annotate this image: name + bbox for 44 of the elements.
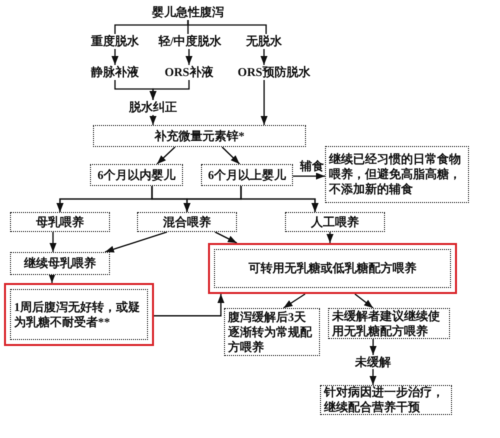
- edge-label: 辅食: [299, 159, 325, 174]
- process-box: 腹泻缓解后3天逐渐转为常规配方喂养: [224, 308, 320, 356]
- flow-label: ORS预防脱水: [236, 65, 312, 80]
- process-box: 针对病因进一步治疗，继续配合营养干预: [320, 385, 452, 415]
- flow-label: 无脱水: [243, 34, 285, 49]
- arrow: [260, 49, 268, 65]
- arrow: [112, 49, 118, 65]
- process-box: 继续已经习惯的日常食物喂养，但避免高脂高糖，不添加新的辅食: [325, 146, 469, 203]
- arrow: [370, 369, 376, 385]
- arrow: [283, 293, 306, 309]
- arrow: [104, 231, 168, 253]
- flow-label: ORS补液: [162, 65, 216, 80]
- arrow: [48, 274, 56, 283]
- arrow: [50, 232, 56, 252]
- arrow: [186, 49, 192, 65]
- arrow: [150, 80, 190, 100]
- flow-label: 未缓解: [352, 355, 394, 369]
- arrow: [222, 146, 240, 164]
- process-box: 6个月以内婴儿: [90, 164, 183, 186]
- flow-label: 轻/中度脱水: [155, 34, 225, 49]
- arrow: [293, 172, 325, 180]
- flow-label: 静脉补液: [88, 65, 142, 80]
- process-box: 混合喂养: [137, 212, 237, 232]
- arrow: [214, 231, 238, 244]
- process-box: 人工喂养: [285, 212, 385, 232]
- flow-label: 婴儿急性腹泻: [148, 4, 228, 20]
- arrow: [150, 115, 156, 125]
- connector-line: [187, 20, 267, 34]
- arrow: [260, 80, 268, 125]
- highlighted-box: 1周后腹泻无好转，或疑为乳糖不耐受者**: [4, 283, 154, 346]
- process-box: 未缓解者建议继续使用无乳糖配方喂养: [328, 308, 450, 339]
- arrow: [156, 146, 176, 164]
- arrow: [154, 294, 224, 316]
- process-box: 继续母乳喂养: [10, 252, 110, 275]
- process-box: 母乳喂养: [10, 212, 110, 232]
- arrow: [370, 339, 377, 355]
- arrow: [240, 186, 318, 212]
- arrow: [354, 293, 374, 309]
- highlighted-box: 可转用无乳糖或低乳糖配方喂养: [208, 243, 457, 294]
- arrow: [326, 232, 334, 243]
- process-box: 补充微量元素锌*: [93, 125, 306, 147]
- process-box: 6个月以上婴儿: [201, 164, 293, 186]
- flow-label: 脱水纠正: [126, 100, 180, 115]
- flow-label: 重度脱水: [88, 34, 142, 49]
